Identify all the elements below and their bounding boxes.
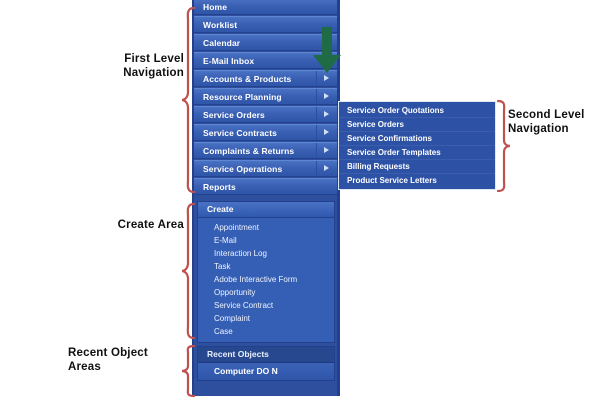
- nav-item-label: Resource Planning: [203, 92, 282, 102]
- submenu-item-billing-requests[interactable]: Billing Requests: [339, 160, 495, 174]
- nav-item-label: Service Orders: [203, 110, 265, 120]
- nav-item-resource-planning[interactable]: Resource Planning: [194, 88, 337, 105]
- create-item-e-mail[interactable]: E-Mail: [214, 236, 237, 245]
- create-item-opportunity[interactable]: Opportunity: [214, 288, 256, 297]
- create-item-case[interactable]: Case: [214, 327, 233, 336]
- nav-item-service-contracts[interactable]: Service Contracts: [194, 124, 337, 141]
- nav-item-label: Calendar: [203, 38, 241, 48]
- recent-object-item[interactable]: Computer DO N: [198, 363, 334, 380]
- submenu-expand-button[interactable]: [316, 71, 337, 86]
- nav-item-label: Complaints & Returns: [203, 146, 295, 156]
- brace-recent-objects: [181, 344, 196, 398]
- arrow-right-icon: [324, 75, 329, 81]
- recent-objects-area: Recent Objects Computer DO N: [197, 346, 335, 381]
- arrow-right-icon: [324, 93, 329, 99]
- nav-item-label: Service Operations: [203, 164, 283, 174]
- create-item-appointment[interactable]: Appointment: [214, 223, 259, 232]
- create-area-header: Create: [198, 202, 334, 218]
- arrow-right-icon: [324, 147, 329, 153]
- arrow-right-icon: [324, 111, 329, 117]
- nav-item-calendar[interactable]: Calendar: [194, 34, 337, 51]
- nav-item-worklist[interactable]: Worklist: [194, 16, 337, 33]
- arrow-down-green-icon: [313, 27, 341, 73]
- nav-item-label: Home: [203, 2, 228, 12]
- submenu-expand-button[interactable]: [316, 89, 337, 104]
- nav-item-e-mail-inbox[interactable]: E-Mail Inbox: [194, 52, 337, 69]
- brace-create-area: [181, 202, 196, 340]
- submenu-item-service-order-quotations[interactable]: Service Order Quotations: [339, 104, 495, 118]
- create-item-complaint[interactable]: Complaint: [214, 314, 251, 323]
- nav-item-home[interactable]: Home: [194, 0, 337, 15]
- nav-item-complaints-and-returns[interactable]: Complaints & Returns: [194, 142, 337, 159]
- submenu-item-service-confirmations[interactable]: Service Confirmations: [339, 132, 495, 146]
- submenu-item-service-order-templates[interactable]: Service Order Templates: [339, 146, 495, 160]
- annotation-recent-object-areas: Recent Object Areas: [68, 347, 148, 373]
- nav-item-label: Worklist: [203, 20, 238, 30]
- nav-item-service-operations[interactable]: Service Operations: [194, 160, 337, 177]
- nav-item-label: E-Mail Inbox: [203, 56, 255, 66]
- brace-second-level: [496, 99, 511, 193]
- arrow-right-icon: [324, 129, 329, 135]
- submenu-expand-button[interactable]: [316, 125, 337, 140]
- nav-item-label: Service Contracts: [203, 128, 277, 138]
- nav-item-reports[interactable]: Reports: [194, 178, 337, 195]
- submenu-expand-button[interactable]: [316, 107, 337, 122]
- annotation-first-level-navigation: First Level Navigation: [123, 53, 184, 79]
- create-item-adobe-interactive-form[interactable]: Adobe Interactive Form: [214, 275, 298, 284]
- nav-item-accounts-and-products[interactable]: Accounts & Products: [194, 70, 337, 87]
- brace-first-level: [181, 6, 196, 194]
- nav-item-service-orders[interactable]: Service Orders: [194, 106, 337, 123]
- create-item-task[interactable]: Task: [214, 262, 231, 271]
- create-item-service-contract[interactable]: Service Contract: [214, 301, 274, 310]
- submenu-expand-button[interactable]: [316, 143, 337, 158]
- create-item-interaction-log[interactable]: Interaction Log: [214, 249, 267, 258]
- nav-item-label: Reports: [203, 182, 236, 192]
- submenu-item-product-service-letters[interactable]: Product Service Letters: [347, 176, 437, 185]
- annotation-second-level-navigation: Second Level Navigation: [508, 109, 585, 135]
- recent-objects-list: Computer DO N: [198, 363, 334, 380]
- arrow-right-icon: [324, 165, 329, 171]
- annotation-create-area: Create Area: [117, 219, 184, 231]
- submenu-item-service-orders[interactable]: Service Orders: [339, 118, 495, 132]
- recent-objects-header: Recent Objects: [198, 347, 334, 363]
- submenu-expand-button[interactable]: [316, 161, 337, 176]
- nav-item-label: Accounts & Products: [203, 74, 292, 84]
